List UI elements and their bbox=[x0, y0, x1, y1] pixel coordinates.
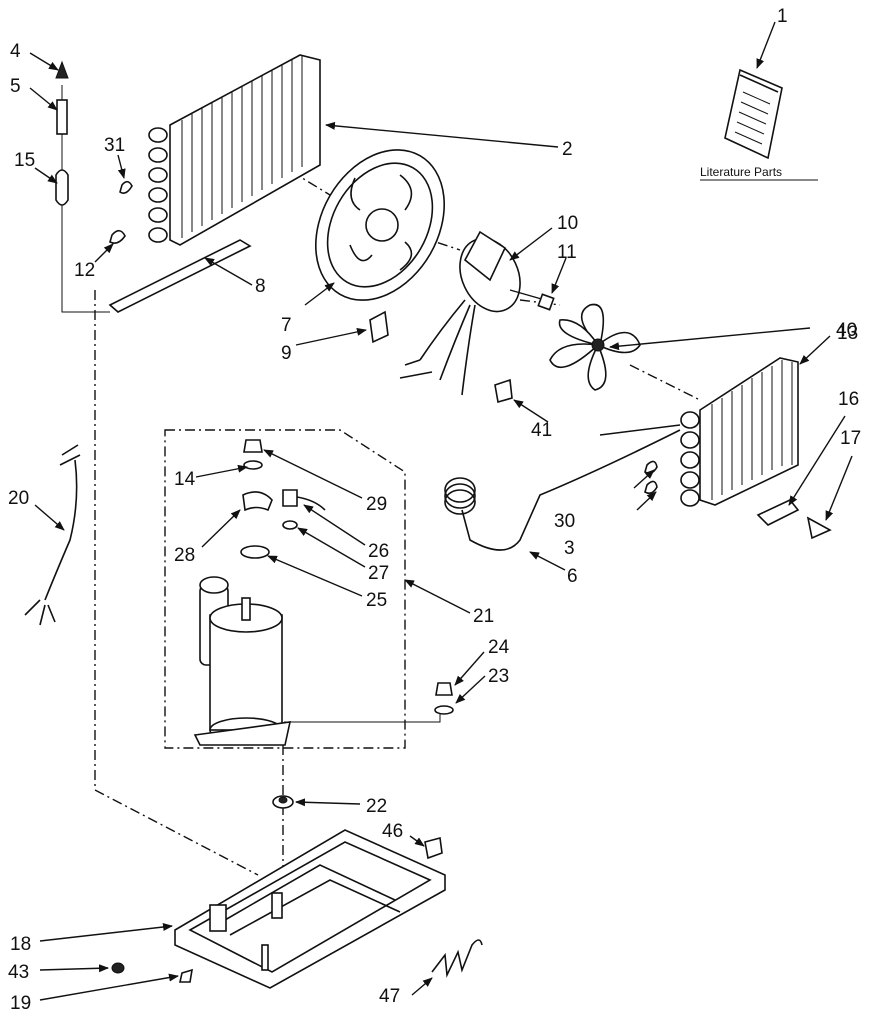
callout-5: 5 bbox=[10, 76, 21, 97]
callout-1: 1 bbox=[777, 6, 788, 27]
leader-lines bbox=[29, 21, 853, 1001]
suction-tube-6 bbox=[444, 424, 681, 551]
callout-24: 24 bbox=[488, 637, 510, 658]
clip-12 bbox=[109, 229, 126, 244]
callout-43: 43 bbox=[8, 962, 29, 983]
part-17 bbox=[806, 516, 832, 540]
clip-41 bbox=[494, 378, 513, 404]
fan-shroud bbox=[314, 149, 446, 301]
callout-13: 13 bbox=[837, 323, 858, 344]
callout-31: 31 bbox=[104, 135, 125, 156]
bracket-9 bbox=[369, 310, 389, 344]
capillary-filter-parts bbox=[55, 60, 69, 206]
callout-22: 22 bbox=[366, 796, 387, 817]
callout-21: 21 bbox=[473, 606, 494, 627]
clip-3 bbox=[644, 480, 658, 494]
callout-40: 40 bbox=[836, 320, 857, 341]
literature-booklet: Literature Parts bbox=[700, 68, 818, 181]
literature-caption: Literature Parts bbox=[700, 165, 782, 179]
callout-46: 46 bbox=[382, 821, 403, 842]
callout-25: 25 bbox=[366, 590, 387, 611]
condenser-coil bbox=[148, 54, 321, 246]
callout-11: 11 bbox=[557, 242, 577, 263]
screw-43 bbox=[111, 962, 125, 974]
callout-29: 29 bbox=[366, 494, 387, 515]
callout-28: 28 bbox=[174, 545, 195, 566]
wire-harness-20 bbox=[24, 444, 81, 626]
callout-30: 30 bbox=[554, 511, 575, 532]
clip-30 bbox=[644, 460, 658, 474]
callout-14: 14 bbox=[174, 469, 196, 490]
callout-6: 6 bbox=[567, 566, 578, 587]
callout-26: 26 bbox=[368, 541, 389, 562]
callout-3: 3 bbox=[564, 538, 575, 559]
callout-12: 12 bbox=[74, 260, 95, 281]
fan-motor bbox=[399, 230, 555, 396]
callout-8: 8 bbox=[255, 276, 266, 297]
tube-8 bbox=[108, 239, 252, 313]
screw-19 bbox=[179, 968, 194, 983]
spring-47 bbox=[431, 939, 483, 978]
clip-31 bbox=[119, 180, 133, 194]
callout-41: 41 bbox=[531, 420, 552, 441]
part-16 bbox=[756, 499, 800, 526]
fan-blade bbox=[549, 303, 641, 391]
callout-20: 20 bbox=[8, 488, 29, 509]
callout-19: 19 bbox=[10, 993, 31, 1014]
callout-15: 15 bbox=[14, 150, 35, 171]
callout-2: 2 bbox=[562, 139, 573, 160]
callout-16: 16 bbox=[838, 389, 859, 410]
callout-17: 17 bbox=[840, 428, 861, 449]
callout-27: 27 bbox=[368, 563, 389, 584]
grommet-22 bbox=[272, 795, 294, 809]
callout-10: 10 bbox=[557, 213, 578, 234]
callout-7: 7 bbox=[281, 315, 292, 336]
compressor-assembly bbox=[164, 429, 454, 749]
assembly-lines bbox=[61, 85, 701, 900]
base-pan bbox=[174, 829, 446, 989]
callout-47: 47 bbox=[379, 986, 400, 1007]
evaporator-coil bbox=[680, 357, 799, 507]
callout-23: 23 bbox=[488, 666, 509, 687]
callout-numbers: 1 2 3 4 5 6 7 8 9 10 11 12 13 14 15 16 1… bbox=[8, 6, 861, 1014]
callout-18: 18 bbox=[10, 934, 31, 955]
callout-9: 9 bbox=[281, 343, 292, 364]
callout-4: 4 bbox=[10, 41, 21, 62]
